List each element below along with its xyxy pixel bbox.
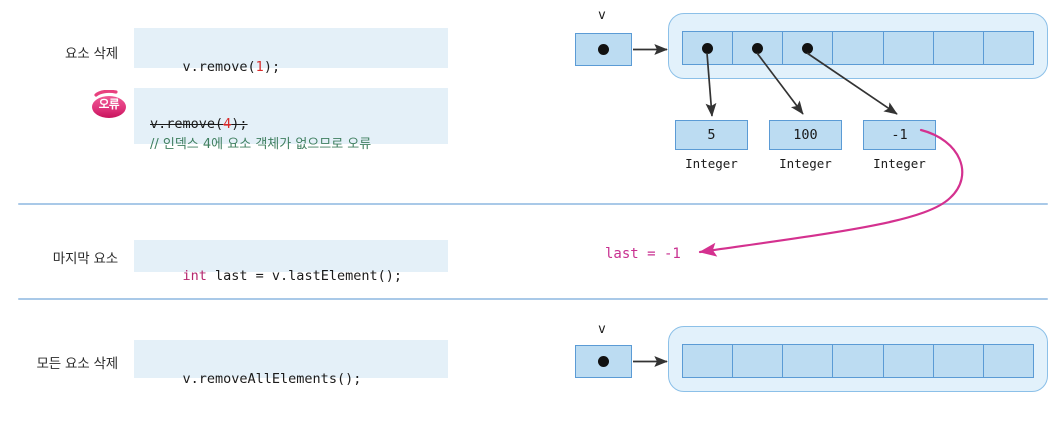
section-separator-2 (18, 298, 1048, 300)
error-comment: // 인덱스 4에 요소 객체가 없으므로 오류 (150, 137, 372, 152)
top-vector-cell-3 (833, 32, 884, 64)
top-vector-cell-0 (683, 32, 734, 64)
value-box-2: -1 (863, 120, 936, 150)
code-box-remove: v.remove(1); (134, 28, 448, 75)
code-box-last-element: int last = v.lastElement(); (134, 240, 448, 284)
reference-dot-icon (802, 42, 814, 54)
error-badge-shape (92, 89, 126, 118)
top-pointer-box (575, 33, 632, 66)
bottom-vector-cells (682, 344, 1034, 378)
row-label-remove: 요소 삭제 (65, 46, 118, 62)
code-text-number: 1 (255, 59, 264, 75)
code-text-prefix: v.remove( (182, 59, 256, 75)
bottom-vector-cell-5 (934, 345, 984, 377)
code-keyword-int: int (182, 268, 207, 284)
struck-code-number: 4 (223, 116, 232, 132)
top-vector-cell-4 (884, 32, 934, 64)
bottom-vector-cell-2 (783, 345, 834, 377)
top-var-label: v (598, 8, 606, 23)
top-vector-cell-2 (783, 32, 834, 64)
bottom-vector-cell-3 (833, 345, 884, 377)
top-vector-cell-6 (984, 32, 1033, 64)
pointer-dot-icon (598, 356, 609, 367)
bottom-pointer-box (575, 345, 632, 378)
row-label-remove-all: 모든 요소 삭제 (36, 356, 118, 372)
bottom-var-label: v (598, 322, 606, 337)
top-vector-cell-5 (934, 32, 984, 64)
last-result-text: last = -1 (605, 246, 681, 262)
value-type-0: Integer (685, 156, 738, 171)
code-text-suffix: ); (263, 59, 281, 75)
struck-code-prefix: v.remove( (150, 116, 224, 132)
bottom-vector-cell-0 (683, 345, 734, 377)
bottom-vector-cell-4 (884, 345, 934, 377)
value-type-1: Integer (779, 156, 832, 171)
code-text-last-rest: last = v.lastElement(); (206, 268, 402, 284)
row-label-last-element: 마지막 요소 (52, 251, 118, 267)
bottom-vector-cell-1 (733, 345, 784, 377)
pointer-dot-icon (598, 44, 609, 55)
section-separator-1 (18, 203, 1048, 205)
value-type-2: Integer (873, 156, 926, 171)
value-box-1: 100 (769, 120, 842, 150)
reference-dot-icon (702, 42, 714, 54)
top-vector-cells (682, 31, 1034, 65)
code-text-remove-all: v.removeAllElements(); (182, 371, 362, 387)
code-box-error: v.remove(4); // 인덱스 4에 요소 객체가 없으므로 오류 (134, 88, 448, 152)
bottom-vector-cell-6 (984, 345, 1033, 377)
code-box-remove-all: v.removeAllElements(); (134, 340, 448, 387)
reference-dot-icon (752, 42, 764, 54)
value-box-0: 5 (675, 120, 748, 150)
error-badge: 오류 (86, 89, 132, 120)
top-vector-cell-1 (733, 32, 784, 64)
struck-code-suffix: ); (231, 116, 248, 132)
